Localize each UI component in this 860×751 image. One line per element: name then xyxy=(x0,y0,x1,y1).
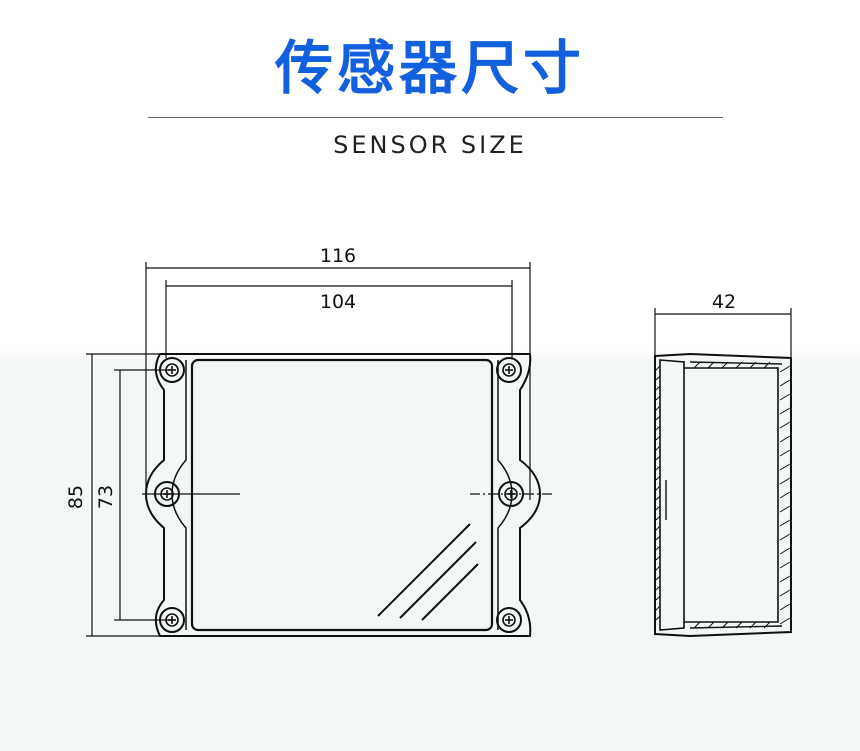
side-inner-wall xyxy=(684,367,779,623)
dimension-label-85: 85 xyxy=(65,485,87,509)
glare-line xyxy=(421,563,479,621)
title-divider xyxy=(148,117,723,118)
glare-line xyxy=(399,541,477,619)
front-view xyxy=(142,353,552,637)
dimension-hole-height xyxy=(114,369,170,621)
screw-icon xyxy=(496,357,522,383)
glare-line xyxy=(377,523,471,617)
dimension-label-73: 73 xyxy=(95,485,117,509)
dimension-overall-width xyxy=(145,262,531,500)
dimension-label-42: 42 xyxy=(712,291,736,313)
dimension-label-116: 116 xyxy=(320,245,356,267)
page-subtitle: SENSOR SIZE xyxy=(333,131,527,159)
dimension-label-104: 104 xyxy=(320,291,356,313)
enclosure-outline xyxy=(144,353,542,637)
enclosure-lid xyxy=(190,358,494,632)
dimension-overall-height xyxy=(86,353,160,637)
side-hatching xyxy=(655,361,791,629)
side-view xyxy=(654,308,792,638)
side-lid xyxy=(659,359,685,631)
screw-icon xyxy=(496,607,522,633)
dimension-hole-width xyxy=(165,280,513,358)
page-title: 传感器尺寸 xyxy=(274,34,585,102)
side-outline xyxy=(654,352,792,638)
